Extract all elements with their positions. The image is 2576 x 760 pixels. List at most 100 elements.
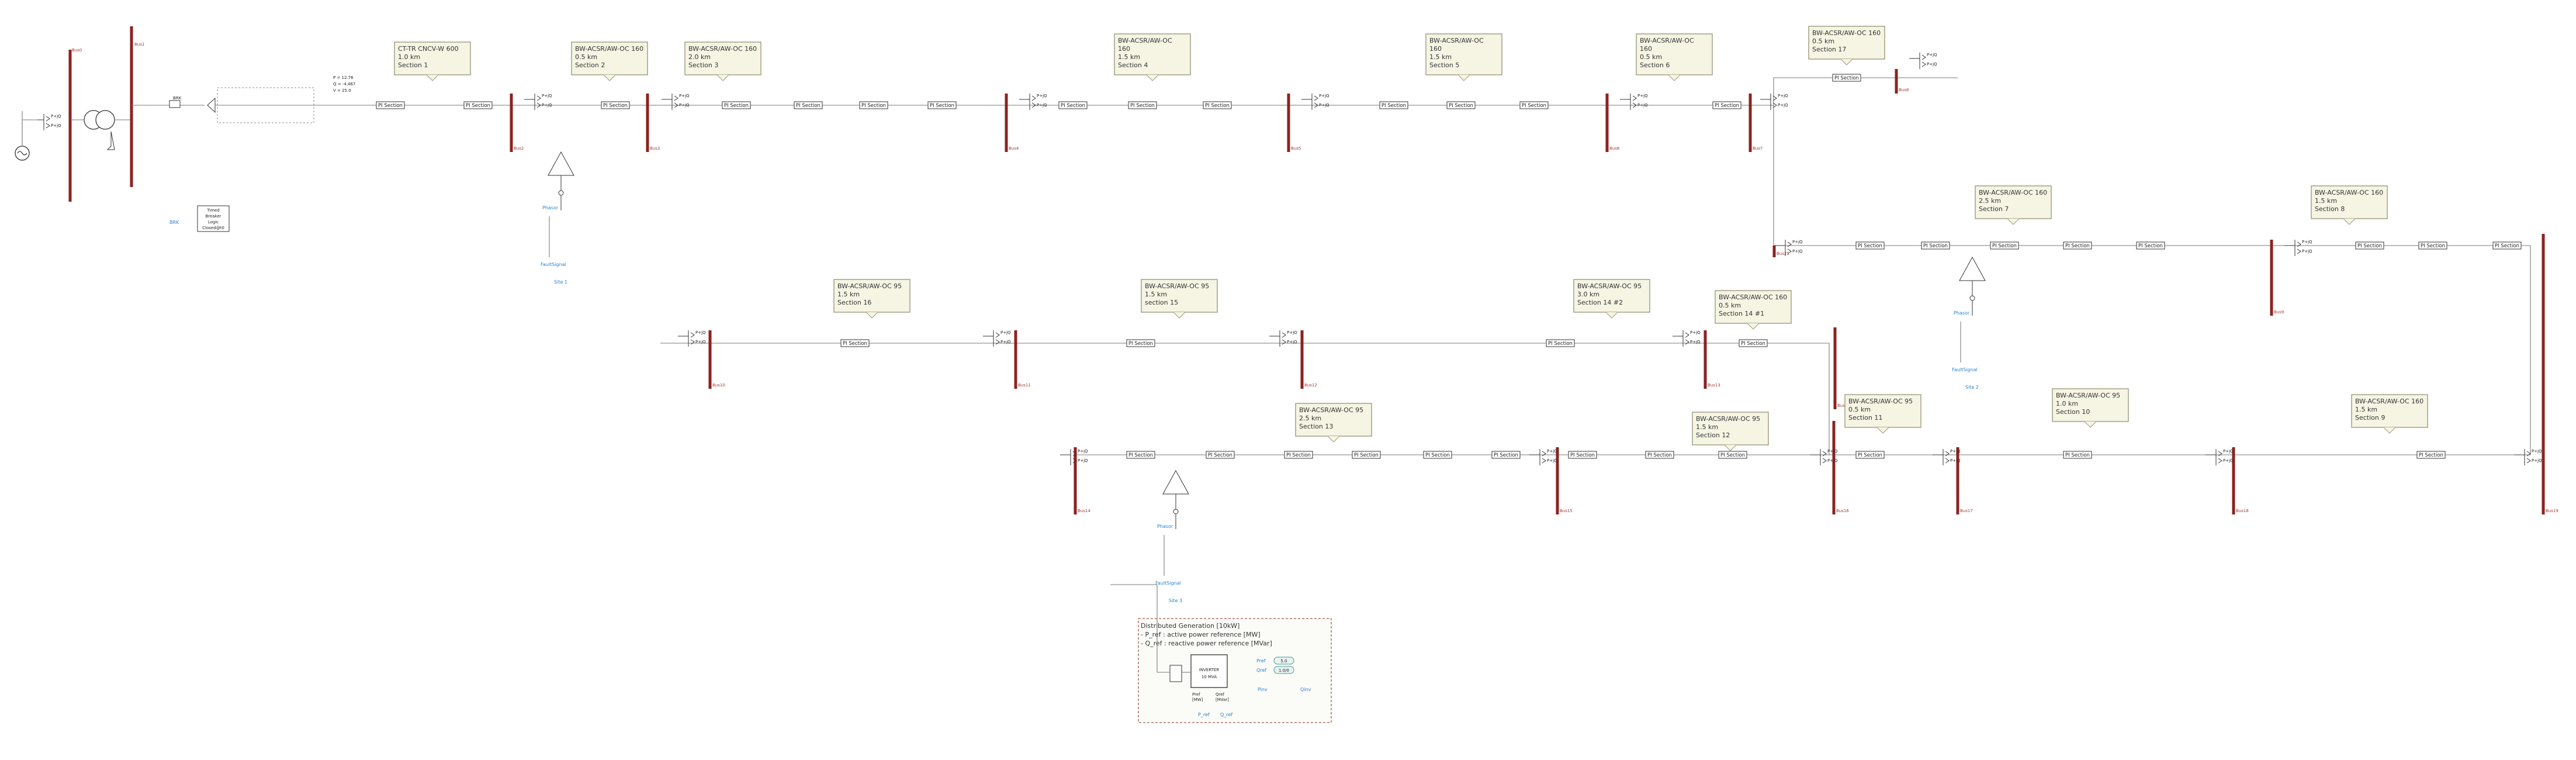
- load[interactable]: P+jQP+jQ: [1673, 330, 1701, 347]
- bus[interactable]: Bus9: [2270, 240, 2284, 316]
- pi-section[interactable]: PI Section: [1718, 451, 1747, 459]
- bus[interactable]: Bus16: [1832, 421, 1849, 514]
- bus[interactable]: Bus5: [1287, 94, 1301, 152]
- pi-section[interactable]: PI Section: [1126, 339, 1155, 347]
- note-line: BW-ACSR/AW-OC 95: [1696, 415, 1760, 423]
- breaker-icon[interactable]: [169, 100, 181, 108]
- pi-section[interactable]: PI Section: [1491, 451, 1521, 459]
- pi-section[interactable]: PI Section: [1855, 241, 1885, 250]
- bus[interactable]: Bus19: [2542, 234, 2558, 514]
- load[interactable]: P+jQP+jQ: [983, 330, 1011, 347]
- grid-source: Bus0 Bus1 BRK P = 12.76 Q = -4.467 V = 2…: [15, 26, 355, 232]
- load[interactable]: P+jQP+jQ: [678, 330, 706, 347]
- pi-section[interactable]: PI Section: [1855, 451, 1885, 459]
- pi-section[interactable]: PI Section: [1058, 101, 1088, 109]
- bus[interactable]: Bus4: [1005, 94, 1019, 152]
- pi-section[interactable]: PI Section: [1352, 451, 1381, 459]
- pi-section[interactable]: PI Section: [1832, 74, 1861, 82]
- pi-section[interactable]: PI Section: [601, 101, 630, 109]
- load[interactable]: P+jQP+jQ: [524, 94, 552, 110]
- load[interactable]: P+jQP+jQ: [33, 114, 61, 130]
- bus[interactable]: Bus14: [1074, 447, 1090, 514]
- pi-section[interactable]: PI Section: [1712, 101, 1741, 109]
- pi-section[interactable]: PI Section: [722, 101, 751, 109]
- pi-section[interactable]: PI Section: [1203, 101, 1232, 109]
- pi-section[interactable]: PI Section: [1568, 451, 1597, 459]
- pi-section[interactable]: PI Section: [2416, 451, 2446, 459]
- bus[interactable]: Bus11: [1014, 330, 1031, 389]
- fault-signal-label: FaultSignal: [1952, 367, 1978, 372]
- pi-section[interactable]: PI Section: [463, 101, 493, 109]
- bus[interactable]: Bus10: [708, 330, 725, 389]
- bus[interactable]: Bus21: [1772, 246, 1789, 257]
- load[interactable]: P+jQP+jQ: [1529, 449, 1557, 465]
- pi-section[interactable]: PI Section: [2063, 241, 2092, 250]
- bus[interactable]: Bus8: [1895, 69, 1909, 94]
- pi-section[interactable]: PI Section: [376, 101, 405, 109]
- bus[interactable]: Bus13: [1704, 330, 1720, 389]
- load[interactable]: P+jQP+jQ: [1301, 94, 1329, 110]
- inverter-block[interactable]: [1190, 654, 1228, 688]
- load[interactable]: P+jQP+jQ: [2514, 449, 2542, 465]
- pi-section[interactable]: PI Section: [1921, 241, 1950, 250]
- pi-section[interactable]: PI Section: [2492, 241, 2522, 250]
- bus[interactable]: Bus7: [1749, 94, 1763, 152]
- bus-source-label: Bus0: [72, 48, 82, 53]
- transformer-winding-2-icon[interactable]: [95, 110, 115, 130]
- bus[interactable]: Bus18: [2232, 447, 2249, 514]
- load[interactable]: P+jQP+jQ: [1060, 449, 1088, 465]
- pi-section[interactable]: PI Section: [2418, 241, 2447, 250]
- load[interactable]: P+jQP+jQ: [1810, 449, 1838, 465]
- pi-section[interactable]: PI Section: [1206, 451, 1235, 459]
- load[interactable]: P+jQP+jQ: [1909, 53, 1937, 69]
- bus[interactable]: Bus6: [1605, 94, 1620, 152]
- pi-section[interactable]: PI Section: [2063, 451, 2092, 459]
- bus[interactable]: Bus15: [1556, 447, 1573, 514]
- load[interactable]: P+jQP+jQ: [1760, 94, 1788, 110]
- pi-section[interactable]: PI Section: [794, 101, 823, 109]
- pi-section[interactable]: PI Section: [840, 339, 870, 347]
- pi-section[interactable]: PI Section: [927, 101, 957, 109]
- bus[interactable]: Bus20: [1833, 327, 1850, 409]
- load-label: P+jQ: [1287, 340, 1297, 344]
- load[interactable]: P+jQP+jQ: [1933, 449, 1961, 465]
- svg-text:Logic: Logic: [208, 220, 219, 224]
- qref-slider[interactable]: [1273, 666, 1294, 674]
- pi-section[interactable]: PI Section: [1645, 451, 1674, 459]
- pi-section[interactable]: PI Section: [1284, 451, 1313, 459]
- note-line: CT-TR CNCV-W 600: [398, 45, 459, 53]
- pi-section[interactable]: PI Section: [2355, 241, 2384, 250]
- load[interactable]: P+jQP+jQ: [1620, 94, 1648, 110]
- pi-section[interactable]: PI Section: [1546, 339, 1575, 347]
- note-line: BW-ACSR/AW-OC 95: [837, 282, 902, 290]
- pi-section[interactable]: PI Section: [1519, 101, 1549, 109]
- pi-section[interactable]: PI Section: [1126, 451, 1155, 459]
- pi-section[interactable]: PI Section: [859, 101, 888, 109]
- bus[interactable]: Bus12: [1300, 330, 1317, 389]
- pi-section[interactable]: PI Section: [1379, 101, 1408, 109]
- load[interactable]: P+jQP+jQ: [1269, 330, 1297, 347]
- bus[interactable]: Bus2: [510, 94, 524, 152]
- note-line: Section 14 #1: [1719, 310, 1764, 317]
- pi-section[interactable]: PI Section: [2136, 241, 2165, 250]
- load[interactable]: P+jQP+jQ: [2205, 449, 2234, 465]
- load[interactable]: P+jQP+jQ: [2284, 240, 2312, 256]
- pi-section[interactable]: PI Section: [1128, 101, 1157, 109]
- load[interactable]: P+jQP+jQ: [1775, 240, 1803, 256]
- pi-section[interactable]: PI Section: [1423, 451, 1452, 459]
- pi-section-label: PI Section: [603, 103, 628, 109]
- pi-section[interactable]: PI Section: [1739, 339, 1768, 347]
- load[interactable]: P+jQP+jQ: [1019, 94, 1047, 110]
- bus[interactable]: Bus17: [1956, 447, 1973, 514]
- bus[interactable]: Bus3: [646, 94, 660, 152]
- load[interactable]: P+jQP+jQ: [662, 94, 690, 110]
- timed-breaker-logic[interactable]: [197, 205, 230, 232]
- pref-slider[interactable]: [1273, 657, 1294, 665]
- pi-section[interactable]: PI Section: [1990, 241, 2019, 250]
- pi-section[interactable]: PI Section: [1446, 101, 1476, 109]
